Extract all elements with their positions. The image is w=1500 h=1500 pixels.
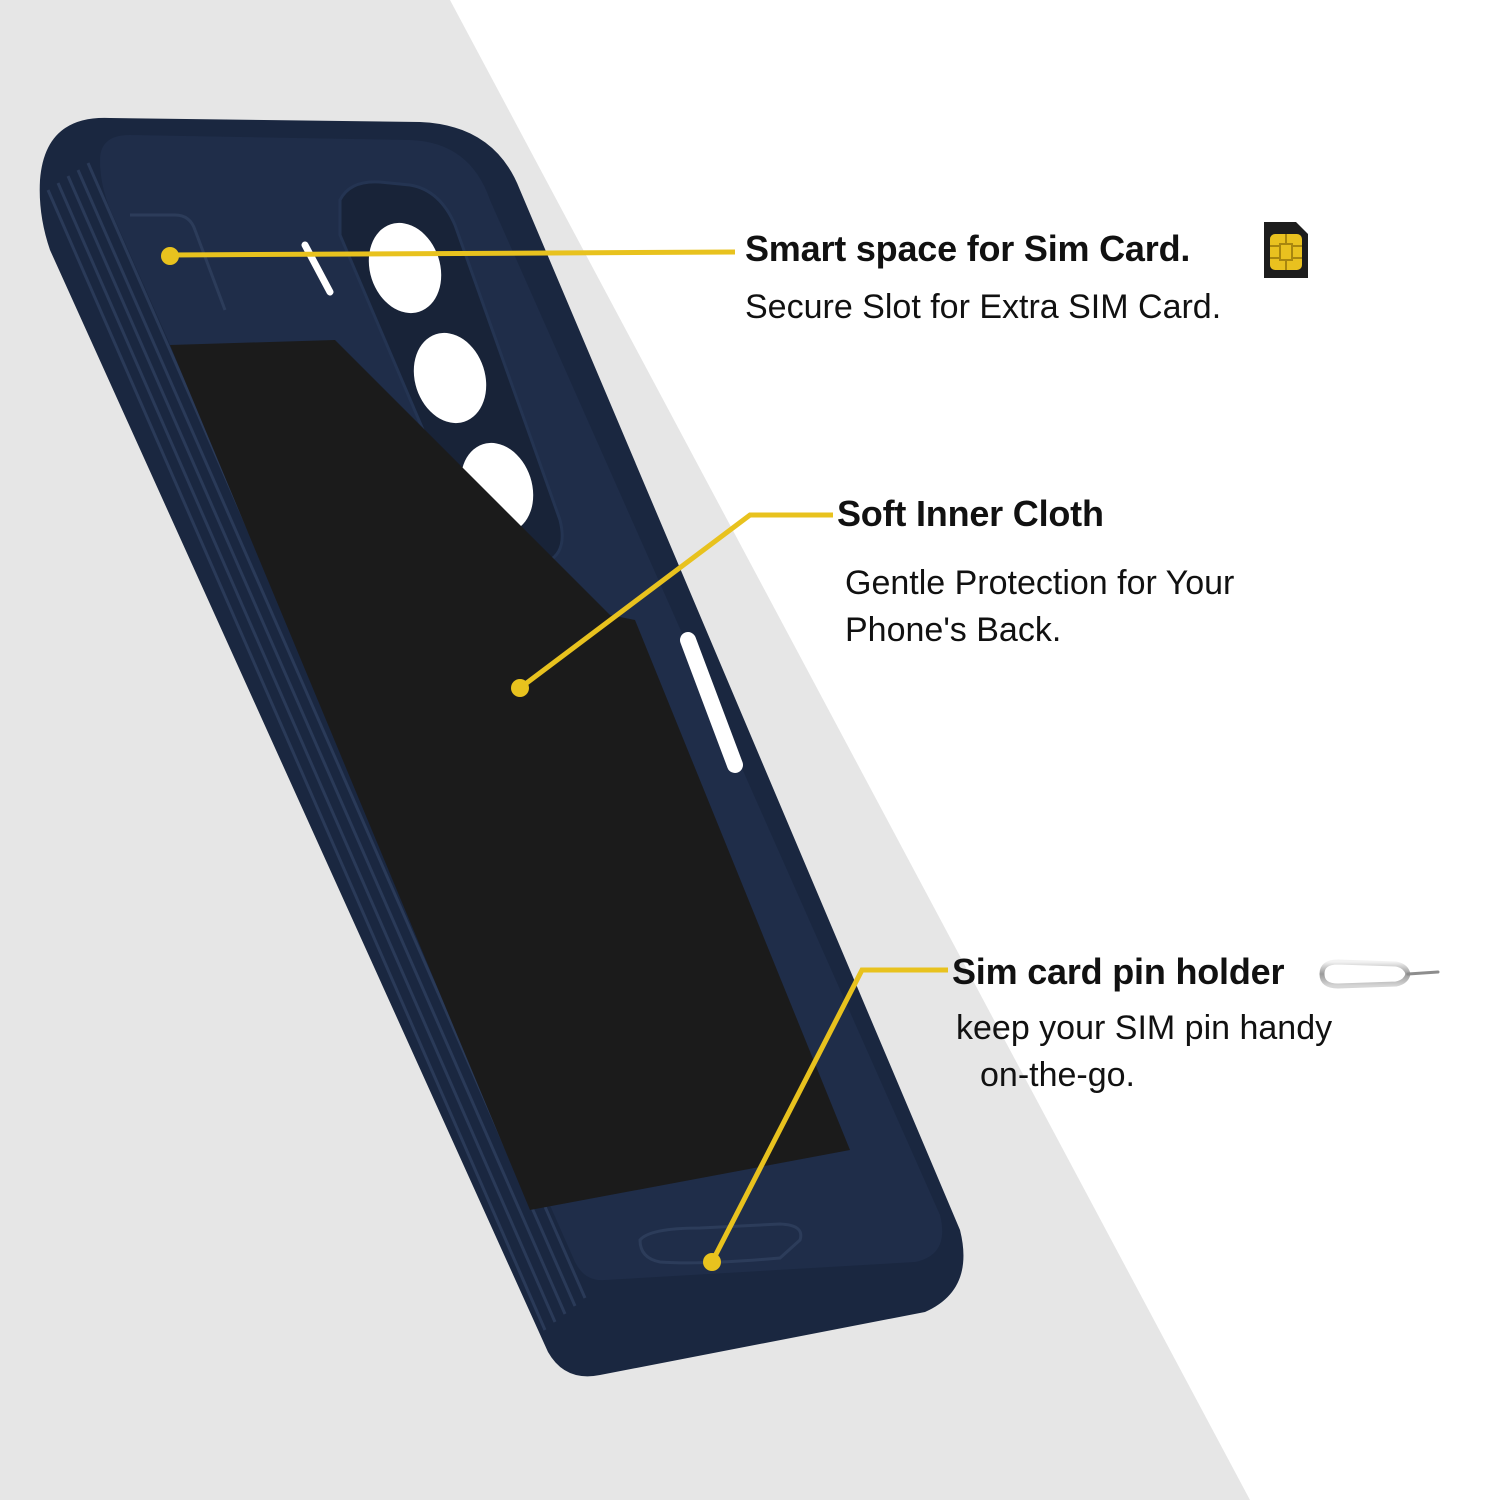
feature-title: Soft Inner Cloth	[837, 493, 1104, 534]
feature-sim-space: Smart space for Sim Card. Secure Slot fo…	[745, 228, 1221, 331]
phone-case	[39, 117, 964, 1377]
side-button-cutout	[680, 632, 743, 773]
feature-title: Sim card pin holder	[952, 951, 1285, 992]
sim-card-icon	[1264, 222, 1308, 278]
feature-description: Secure Slot for Extra SIM Card.	[745, 284, 1221, 331]
camera-cutout	[413, 332, 487, 424]
feature-title: Smart space for Sim Card.	[745, 228, 1191, 269]
case-ridge	[66, 175, 567, 1315]
sim-card-slot	[130, 213, 227, 311]
feature-description: Gentle Protection for Your Phone's Back.	[837, 560, 1234, 654]
camera-cutout	[368, 222, 442, 314]
callout-dot	[703, 1253, 721, 1271]
feature-inner-cloth: Soft Inner Cloth Gentle Protection for Y…	[837, 493, 1234, 654]
callout-line	[169, 249, 736, 258]
callout-inner-cloth	[511, 512, 833, 697]
callout-line	[709, 967, 948, 1264]
feature-description-line: keep your SIM pin handy	[956, 1009, 1333, 1047]
feature-description: keep your SIM pin handy on-the-go.	[952, 1005, 1332, 1099]
feature-description-line: Secure Slot for Extra SIM Card.	[745, 288, 1222, 326]
feature-description-line: Phone's Back.	[845, 611, 1062, 649]
case-ridge	[56, 182, 557, 1323]
case-ridge	[46, 189, 547, 1331]
callout-pin-holder	[703, 967, 948, 1271]
callout-dot	[511, 679, 529, 697]
callout-dot	[161, 247, 179, 265]
pin-holder-slot	[638, 1222, 803, 1265]
sim-eject-pin-icon	[1319, 959, 1440, 989]
feature-description-line: Gentle Protection for Your	[845, 564, 1235, 602]
callout-sim-slot	[161, 247, 736, 265]
callout-line	[518, 512, 833, 690]
feature-pin-holder: Sim card pin holder keep your SIM pin ha…	[952, 951, 1332, 1099]
feature-description-line: on-the-go.	[980, 1056, 1135, 1094]
soft-inner-cloth	[170, 340, 850, 1210]
